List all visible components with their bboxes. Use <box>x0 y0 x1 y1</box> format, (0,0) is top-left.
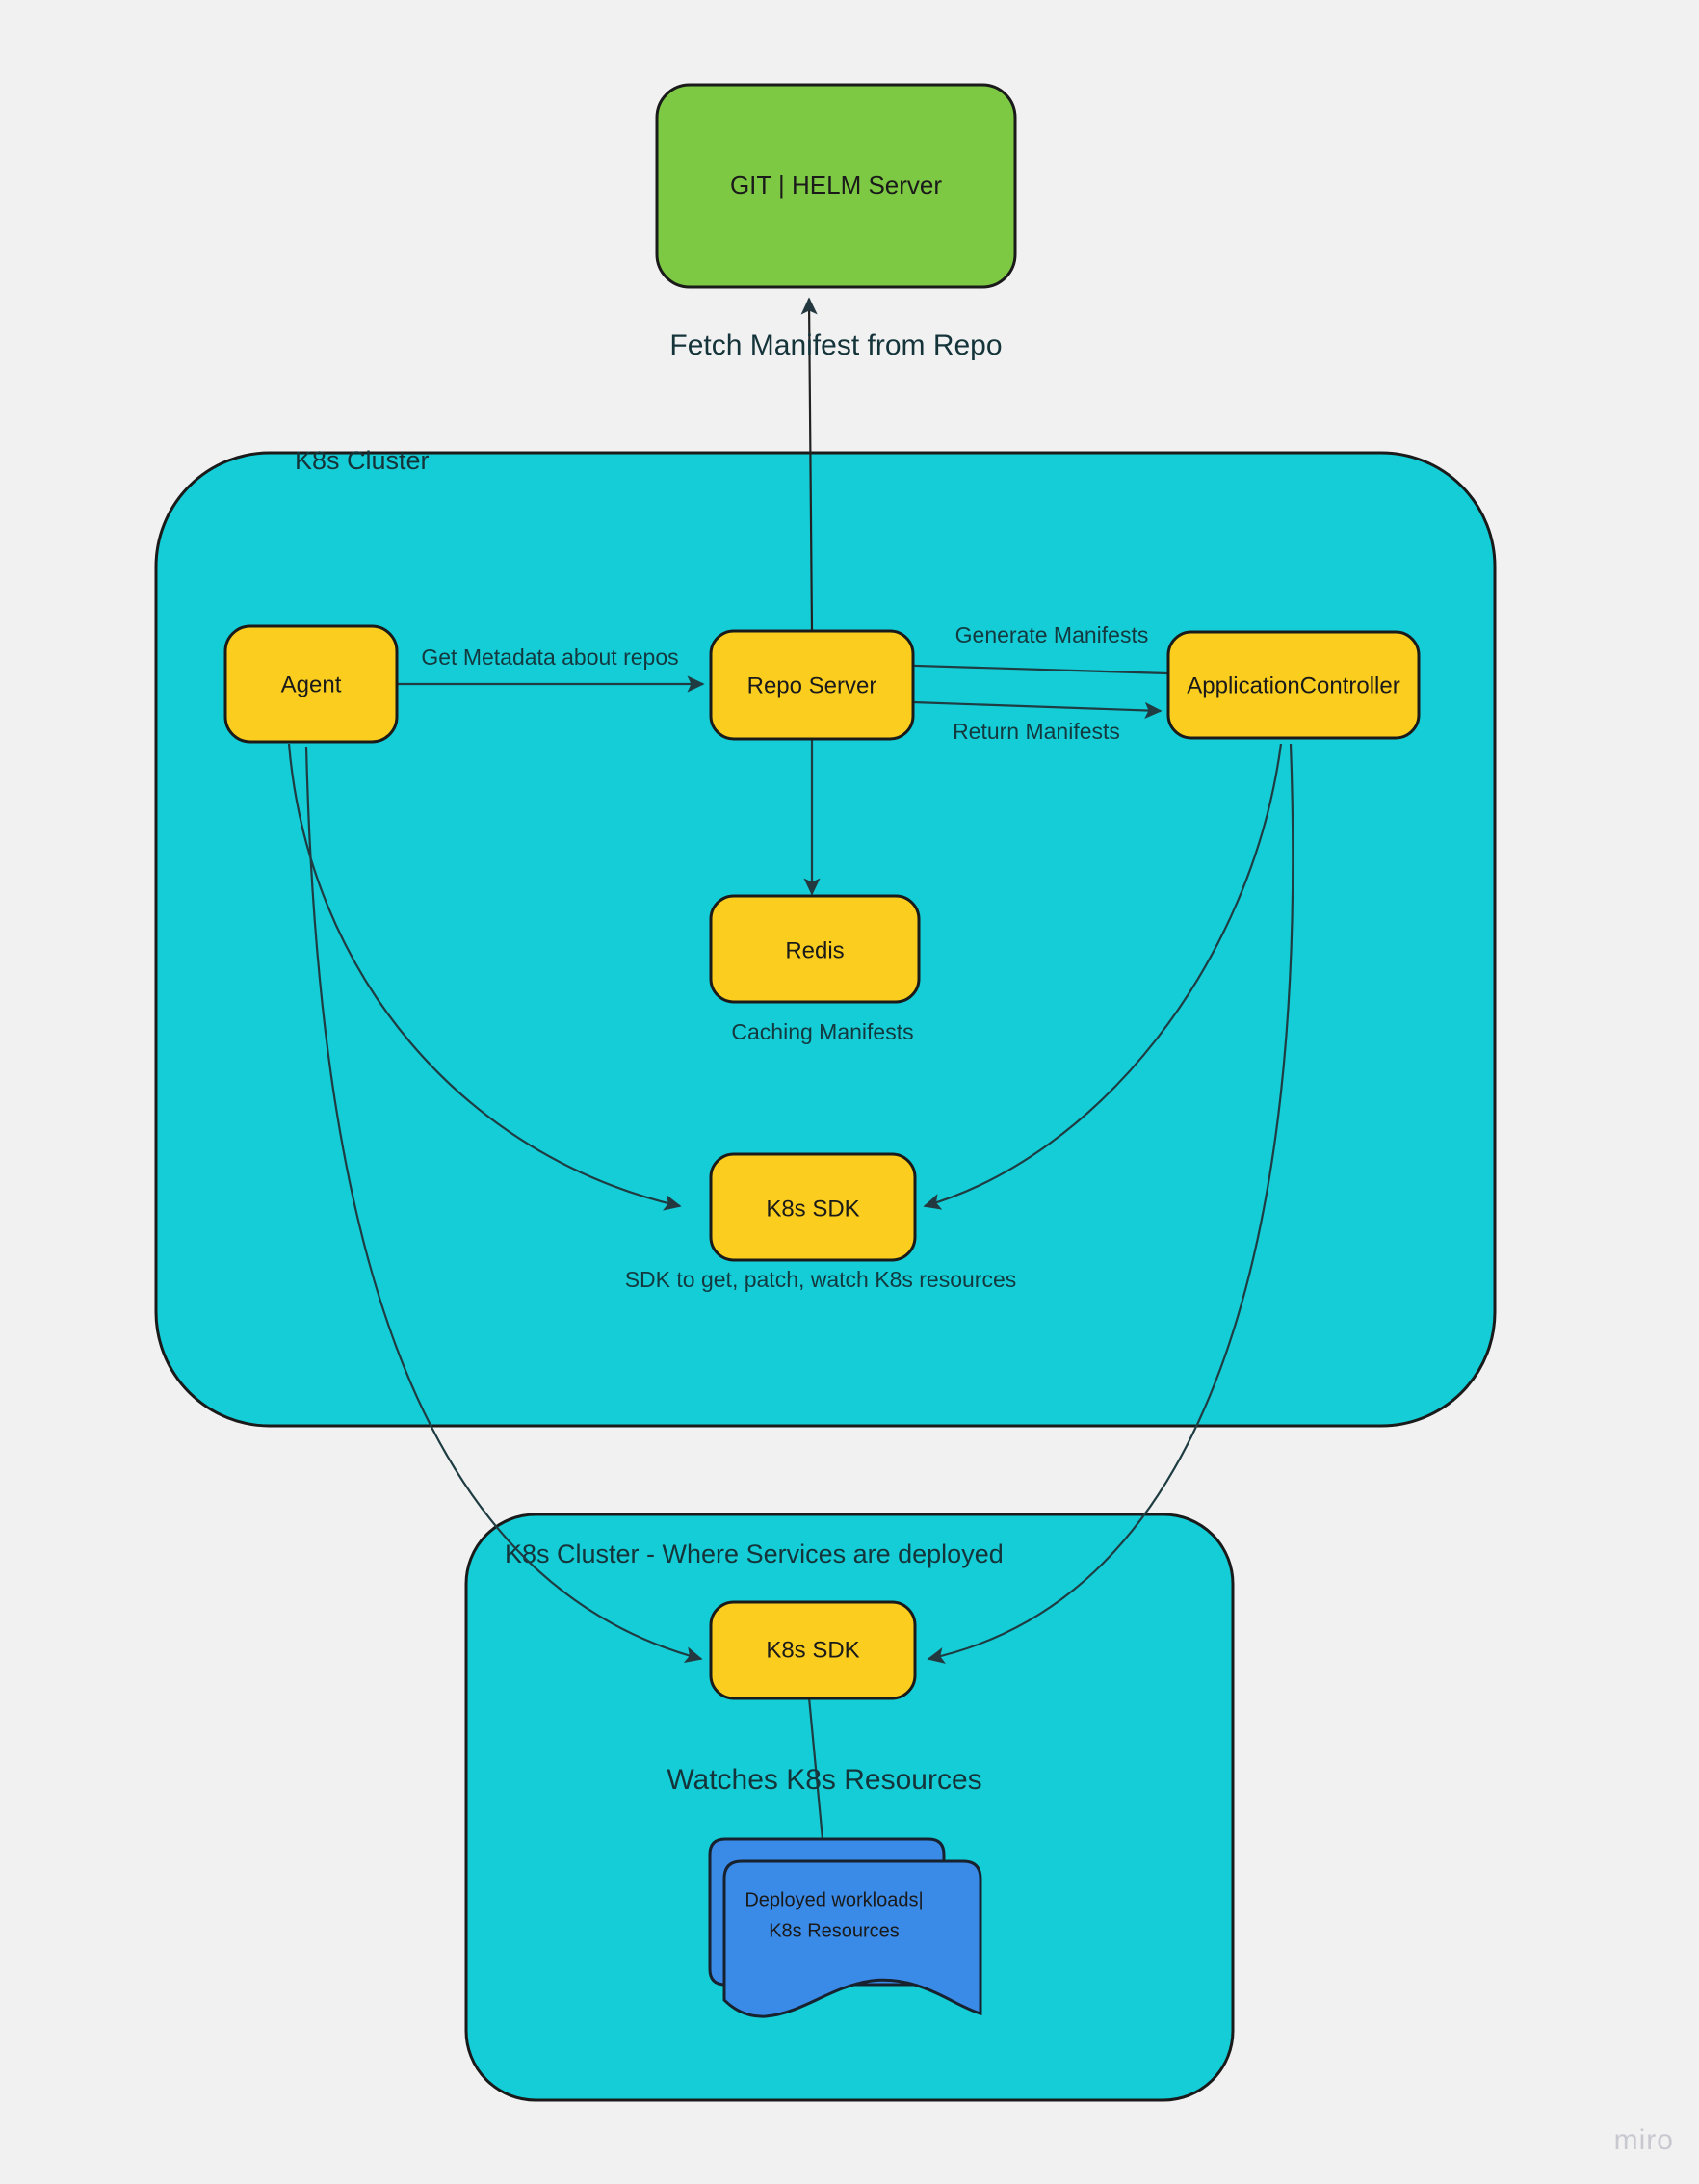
node-application-controller[interactable] <box>1166 630 1421 740</box>
node-git-helm-server-label: GIT | HELM Server <box>730 171 942 199</box>
node-k8s-sdk-top[interactable] <box>709 1152 917 1262</box>
node-k8s-sdk-top-label: K8s SDK <box>766 1196 859 1222</box>
cluster-services-title: K8s Cluster - Where Services are deploye… <box>505 1539 1004 1568</box>
node-deployed-workloads-label-line2: K8s Resources <box>769 1920 900 1941</box>
cluster-services[interactable] <box>464 1513 1235 2102</box>
edge-appctrl-to-sdk-top <box>923 743 1283 1210</box>
node-agent[interactable] <box>223 624 399 744</box>
edge-label-get-metadata: Get Metadata about repos <box>421 645 678 670</box>
node-deployed-workloads[interactable] <box>722 1859 982 2018</box>
edge-fetch-manifest <box>800 297 818 632</box>
edge-label-generate-manifests: Generate Manifests <box>955 622 1149 647</box>
miro-watermark: miro <box>1613 2124 1674 2156</box>
caption-watches-k8s-resources: Watches K8s Resources <box>667 1764 981 1796</box>
node-redis[interactable] <box>709 894 921 1004</box>
caption-caching-manifests: Caching Manifests <box>731 1019 913 1044</box>
node-application-controller-label: ApplicationController <box>1187 672 1399 698</box>
node-git-helm-server[interactable] <box>655 83 1017 289</box>
node-deployed-workloads-label-line1: Deployed workloads| <box>745 1889 923 1910</box>
cluster-main-title: K8s Cluster <box>295 446 430 475</box>
edge-appctrl-to-sdk-bottom <box>927 743 1294 1664</box>
caption-sdk-description: SDK to get, patch, watch K8s resources <box>625 1267 1017 1292</box>
node-k8s-sdk-bottom[interactable] <box>709 1600 917 1700</box>
edge-return-manifests <box>912 700 1163 719</box>
node-agent-label: Agent <box>281 671 342 697</box>
edge-agent-to-sdk-top <box>287 743 682 1211</box>
edge-label-return-manifests: Return Manifests <box>953 719 1120 744</box>
caption-fetch-manifest: Fetch Manifest from Repo <box>669 329 1002 361</box>
node-repo-server[interactable] <box>709 629 915 741</box>
node-k8s-sdk-bottom-label: K8s SDK <box>766 1637 859 1663</box>
edge-sdk-to-workloads <box>807 1697 831 1861</box>
node-redis-label: Redis <box>785 937 844 963</box>
edge-agent-to-sdk-bottom <box>304 746 703 1664</box>
node-repo-server-label: Repo Server <box>747 672 877 698</box>
